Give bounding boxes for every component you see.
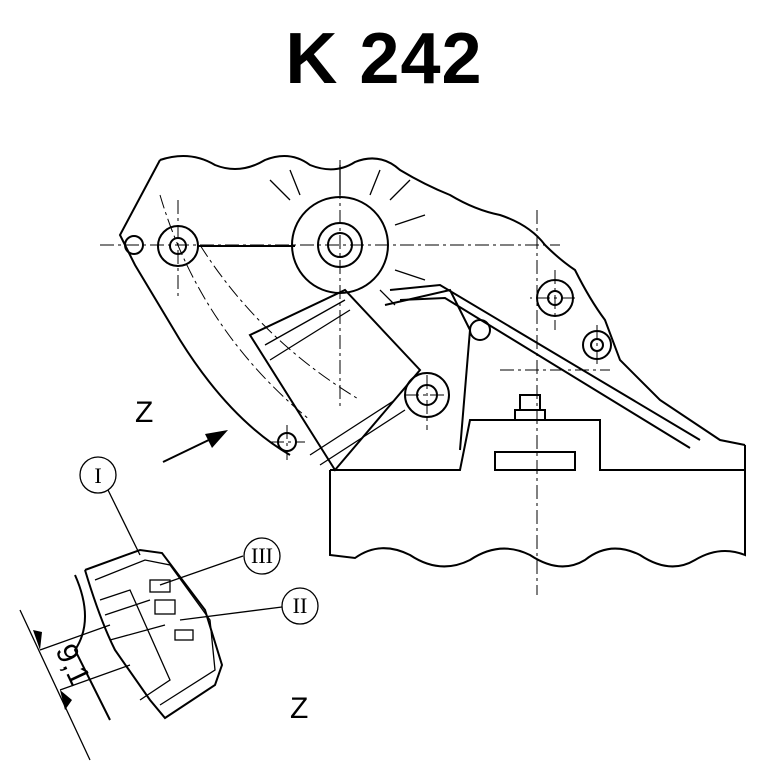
centerlines <box>100 160 610 595</box>
view-arrow <box>162 430 228 463</box>
connector-detail <box>73 548 224 721</box>
callout-i-label: I <box>94 463 101 488</box>
drive-wheel <box>159 165 426 421</box>
callout-i: I <box>79 456 117 494</box>
motor-body <box>248 283 701 472</box>
callout-iii: III <box>243 537 281 575</box>
dimension-value: 9,1 <box>49 639 97 691</box>
callout-leaders <box>107 489 283 621</box>
housing-outline <box>118 155 746 568</box>
dimension-9-1: 9,1 <box>19 609 131 761</box>
z-view-label: Z <box>290 692 308 725</box>
diagram-title: K 242 <box>285 19 483 99</box>
callout-ii: II <box>281 587 319 625</box>
callout-iii-label: III <box>251 543 273 568</box>
z-arrow-label: Z <box>135 396 153 429</box>
callout-ii-label: II <box>293 593 308 618</box>
